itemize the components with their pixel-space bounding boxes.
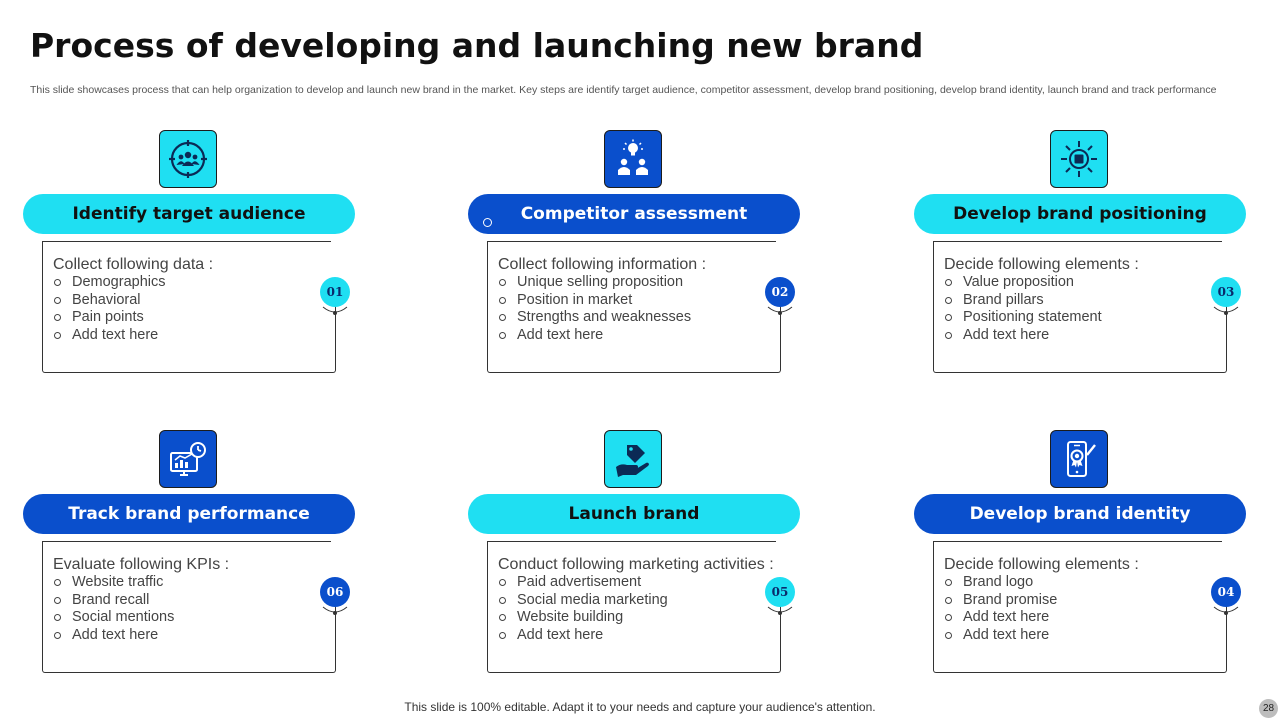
list-item: Brand logo <box>944 574 1057 592</box>
step-items: Paid advertisement Social media marketin… <box>498 574 668 644</box>
list-item: Pain points <box>53 309 166 327</box>
target-audience-icon <box>169 140 207 178</box>
step-items: Value proposition Brand pillars Position… <box>944 274 1102 344</box>
step-card-2: Competitor assessment Collect following … <box>468 130 800 375</box>
list-item: Value proposition <box>944 274 1102 292</box>
step-content-box: Evaluate following KPIs : Website traffi… <box>42 540 337 673</box>
step-card-1: Identify target audience Collect followi… <box>23 130 355 375</box>
icon-box <box>159 130 217 188</box>
step-lead: Decide following elements : <box>944 256 1139 273</box>
brand-radiate-icon <box>1061 141 1097 177</box>
icon-box <box>159 430 217 488</box>
list-item: Unique selling proposition <box>498 274 691 292</box>
mobile-badge-icon <box>1067 441 1096 477</box>
step-lead: Collect following information : <box>498 256 707 273</box>
step-items: Brand logo Brand promise Add text here A… <box>944 574 1057 644</box>
list-item: Add text here <box>944 627 1057 645</box>
list-item: Brand promise <box>944 592 1057 610</box>
step-heading: Develop brand positioning <box>914 194 1246 234</box>
step-content-box: Collect following data : Demographics Be… <box>42 240 337 373</box>
step-heading: Launch brand <box>468 494 800 534</box>
step-card-3: Develop brand positioning Decide followi… <box>914 130 1246 375</box>
list-item: Website building <box>498 609 668 627</box>
list-item: Add text here <box>498 327 691 345</box>
list-item: Add text here <box>944 327 1102 345</box>
step-lead: Conduct following marketing activities : <box>498 556 774 573</box>
step-content-box: Decide following elements : Brand logo B… <box>933 540 1228 673</box>
step-number-badge: 04 <box>1211 577 1241 607</box>
list-item: Strengths and weaknesses <box>498 309 691 327</box>
step-number-badge: 02 <box>765 277 795 307</box>
list-item: Position in market <box>498 292 691 310</box>
step-heading: Identify target audience <box>23 194 355 234</box>
step-content-box: Collect following information : Unique s… <box>487 240 782 373</box>
page-title: Process of developing and launching new … <box>30 26 924 65</box>
list-item: Add text here <box>498 627 668 645</box>
list-item: Brand pillars <box>944 292 1102 310</box>
step-card-6: Track brand performance Evaluate followi… <box>23 430 355 675</box>
performance-monitor-icon <box>170 442 206 476</box>
step-lead: Evaluate following KPIs : <box>53 556 230 573</box>
idea-team-icon <box>618 139 648 175</box>
step-content-box: Decide following elements : Value propos… <box>933 240 1228 373</box>
step-heading: Track brand performance <box>23 494 355 534</box>
step-number-badge: 06 <box>320 577 350 607</box>
icon-box <box>1050 430 1108 488</box>
list-item: Demographics <box>53 274 166 292</box>
list-item: Brand recall <box>53 592 174 610</box>
step-items: Demographics Behavioral Pain points Add … <box>53 274 166 344</box>
step-card-5: Launch brand Conduct following marketing… <box>468 430 800 675</box>
step-number-badge: 01 <box>320 277 350 307</box>
list-item: Add text here <box>53 327 166 345</box>
step-content-box: Conduct following marketing activities :… <box>487 540 782 673</box>
page-number: 28 <box>1259 699 1278 718</box>
icon-box <box>604 130 662 188</box>
icon-box <box>604 430 662 488</box>
pill-dot <box>483 218 492 227</box>
list-item: Add text here <box>53 627 174 645</box>
list-item: Social mentions <box>53 609 174 627</box>
footer-note: This slide is 100% editable. Adapt it to… <box>404 700 876 714</box>
icon-box <box>1050 130 1108 188</box>
step-items: Unique selling proposition Position in m… <box>498 274 691 344</box>
step-lead: Decide following elements : <box>944 556 1139 573</box>
step-card-4: Develop brand identity Decide following … <box>914 430 1246 675</box>
list-item: Website traffic <box>53 574 174 592</box>
step-number-badge: 05 <box>765 577 795 607</box>
list-item: Behavioral <box>53 292 166 310</box>
step-lead: Collect following data : <box>53 256 214 273</box>
hand-tag-icon <box>616 445 649 477</box>
list-item: Add text here <box>944 609 1057 627</box>
step-heading: Competitor assessment <box>468 194 800 234</box>
step-items: Website traffic Brand recall Social ment… <box>53 574 174 644</box>
list-item: Positioning statement <box>944 309 1102 327</box>
list-item: Paid advertisement <box>498 574 668 592</box>
step-heading: Develop brand identity <box>914 494 1246 534</box>
page-subtitle: This slide showcases process that can he… <box>30 84 1217 96</box>
step-number-badge: 03 <box>1211 277 1241 307</box>
list-item: Social media marketing <box>498 592 668 610</box>
